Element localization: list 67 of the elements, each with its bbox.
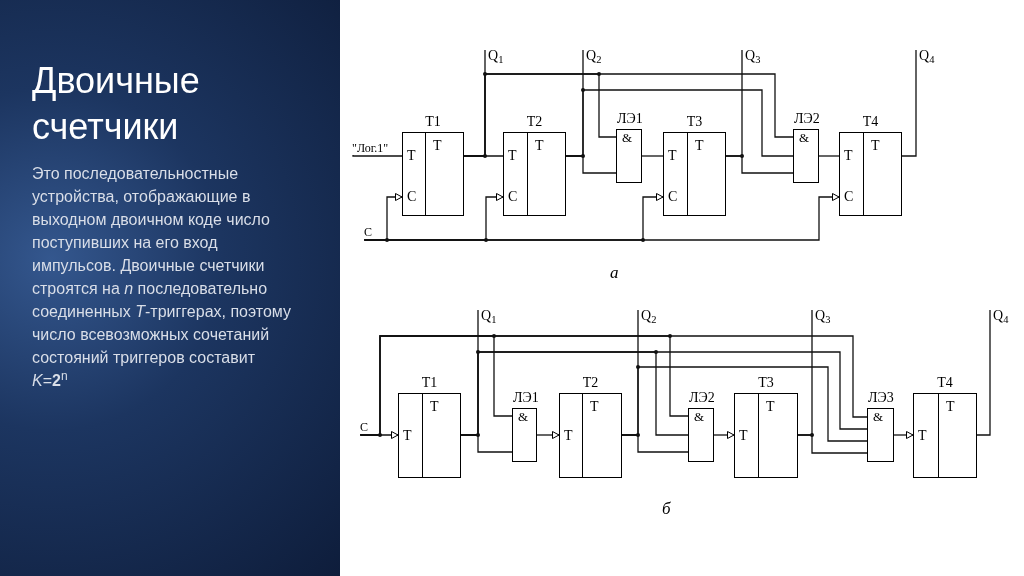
output-label: T bbox=[430, 399, 439, 415]
output-label: Q$_{2}$ bbox=[641, 308, 661, 326]
block-label: T4 bbox=[861, 114, 880, 130]
output-label: Q$_{1}$ bbox=[488, 48, 508, 66]
input-label: C bbox=[364, 225, 376, 239]
output-label: Q$_{1}$ bbox=[481, 308, 501, 326]
gate-symbol: & bbox=[694, 410, 705, 424]
input-label: C bbox=[844, 189, 854, 205]
input-label: T bbox=[564, 428, 573, 444]
output-label: T bbox=[590, 399, 599, 415]
block-label: ЛЭ2 bbox=[689, 390, 713, 406]
wire bbox=[901, 49, 917, 157]
output-label: T bbox=[433, 138, 442, 154]
output-label: Q$_{3}$ bbox=[815, 308, 835, 326]
wire bbox=[565, 89, 794, 157]
output-label: Q$_{2}$ bbox=[586, 48, 606, 66]
output-label: T bbox=[871, 138, 880, 154]
wire bbox=[797, 434, 868, 454]
input-label: T bbox=[508, 148, 517, 164]
output-label: T bbox=[695, 138, 704, 154]
input-label: T bbox=[668, 148, 677, 164]
wire bbox=[364, 193, 840, 241]
block-label: T4 bbox=[936, 375, 954, 391]
block-label: ЛЭ3 bbox=[868, 390, 893, 406]
block-label: T1 bbox=[424, 114, 442, 130]
block-label: ЛЭ2 bbox=[794, 111, 818, 127]
wire bbox=[893, 431, 914, 439]
input-label: C bbox=[668, 189, 678, 205]
block-label: ЛЭ1 bbox=[513, 390, 536, 406]
wire bbox=[818, 155, 840, 157]
input-label: "Лог.1" bbox=[352, 141, 398, 155]
output-label: T bbox=[946, 399, 955, 415]
wire bbox=[641, 155, 664, 157]
input-label: T bbox=[844, 148, 853, 164]
gate-symbol: & bbox=[873, 410, 884, 424]
gate-symbol: & bbox=[518, 410, 529, 424]
figure-caption: б bbox=[662, 498, 671, 520]
output-label: T bbox=[535, 138, 544, 154]
output-label: Q$_{3}$ bbox=[745, 48, 765, 66]
wire bbox=[536, 431, 560, 439]
gate-symbol: & bbox=[622, 131, 633, 145]
wire bbox=[976, 309, 991, 436]
block-label: T3 bbox=[757, 375, 775, 391]
input-label: T bbox=[407, 148, 416, 164]
wire bbox=[621, 366, 868, 442]
input-label: C bbox=[508, 189, 518, 205]
output-label: Q$_{4}$ bbox=[993, 308, 1013, 326]
input-label: C bbox=[407, 189, 417, 205]
output-label: T bbox=[766, 399, 775, 415]
figure-caption: а bbox=[610, 262, 619, 284]
block-label: T2 bbox=[525, 114, 544, 130]
wire bbox=[352, 154, 403, 157]
description-text: Это последовательностные устройства, отображающие в выходном двоичном коде число поступивших на его вход импульсов. Двоичные счетчики строятся на n последовательно соединенных T-триггерах, поэтому число всевозможных сочетаний состояний триггеров составит K=2$^{n}$ bbox=[32, 164, 293, 391]
input-label: T bbox=[918, 428, 927, 444]
input-label: T bbox=[739, 428, 748, 444]
block-label: ЛЭ1 bbox=[617, 111, 641, 127]
block-label: T1 bbox=[420, 375, 439, 391]
wire bbox=[360, 335, 868, 436]
block-label: T2 bbox=[581, 375, 600, 391]
wire bbox=[713, 431, 735, 439]
input-label: T bbox=[403, 428, 412, 444]
wire bbox=[725, 155, 794, 174]
gate-symbol: & bbox=[799, 131, 810, 145]
slide-title: Двоичные счетчики bbox=[32, 59, 201, 149]
input-label: C bbox=[360, 420, 372, 434]
block-label: T3 bbox=[685, 114, 704, 130]
output-label: Q$_{4}$ bbox=[919, 48, 939, 66]
